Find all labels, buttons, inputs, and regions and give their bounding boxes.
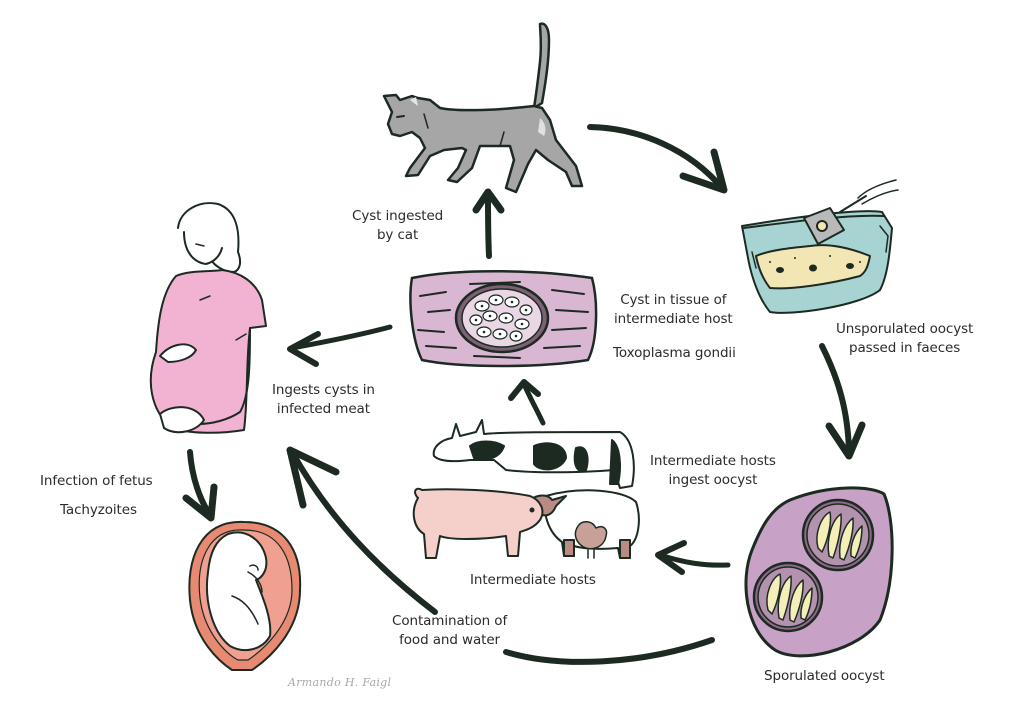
label-unsporulated-oocyst: Unsporulated oocyst passed in faeces — [836, 320, 973, 358]
arrow-oocyst-to-hosts — [655, 540, 731, 575]
arrow-oocyst-to-contamination — [503, 637, 715, 665]
arrow-contamination-to-woman — [286, 446, 438, 615]
label-line: Intermediate hosts — [650, 453, 776, 469]
label-line: passed in faeces — [849, 340, 961, 356]
label-line: Cyst ingested — [352, 208, 444, 224]
label-intermediate-hosts: Intermediate hosts — [470, 572, 596, 588]
label-line: Cyst in tissue of — [620, 292, 727, 308]
arrow-hosts-to-tissue — [508, 379, 546, 426]
artist-signature: Armando H. Faigl — [288, 676, 392, 689]
label-organism-name: Toxoplasma gondii — [613, 345, 736, 361]
label-line: Ingests cysts in — [272, 382, 375, 398]
cat-illustration — [382, 22, 584, 194]
label-cyst-ingested-by-cat: Cyst ingested by cat — [352, 207, 443, 245]
chicken — [574, 521, 608, 559]
label-line: infected meat — [276, 401, 370, 417]
label-contamination: Contamination of food and water — [392, 612, 507, 650]
fetus-illustration — [188, 520, 302, 671]
cow — [432, 419, 635, 489]
label-line: ingest oocyst — [668, 472, 758, 488]
sporulated-oocyst-illustration — [744, 486, 894, 658]
label-line: food and water — [399, 632, 500, 648]
label-line: Contamination of — [392, 613, 508, 629]
label-sporulated-oocyst: Sporulated oocyst — [764, 668, 885, 684]
pig — [412, 487, 544, 559]
arrow-litterbox-to-oocyst — [819, 343, 866, 460]
label-cyst-in-tissue: Cyst in tissue of intermediate host — [614, 291, 733, 329]
sporocyst-upper — [801, 498, 875, 572]
cycle-arrows — [182, 124, 866, 665]
arrow-cat-to-litterbox — [587, 124, 728, 194]
arrow-tissue-to-woman — [287, 324, 393, 367]
arrow-tissue-to-cat — [472, 188, 505, 259]
label-intermediate-hosts-ingest: Intermediate hosts ingest oocyst — [650, 452, 776, 490]
label-line: intermediate host — [614, 311, 733, 327]
label-infection-of-fetus: Infection of fetus — [40, 473, 153, 489]
sporocyst-lower — [752, 561, 824, 633]
label-line: by cat — [376, 227, 419, 243]
label-line: Unsporulated oocyst — [836, 321, 974, 337]
tissue-cyst-illustration — [409, 270, 598, 368]
litter-box-illustration — [741, 179, 899, 314]
intermediate-hosts-illustration — [412, 419, 640, 559]
label-tachyzoites: Tachyzoites — [60, 502, 137, 518]
arrow-woman-to-fetus — [182, 449, 218, 522]
pregnant-woman-illustration — [149, 202, 267, 434]
label-ingests-cysts: Ingests cysts in infected meat — [272, 381, 375, 419]
